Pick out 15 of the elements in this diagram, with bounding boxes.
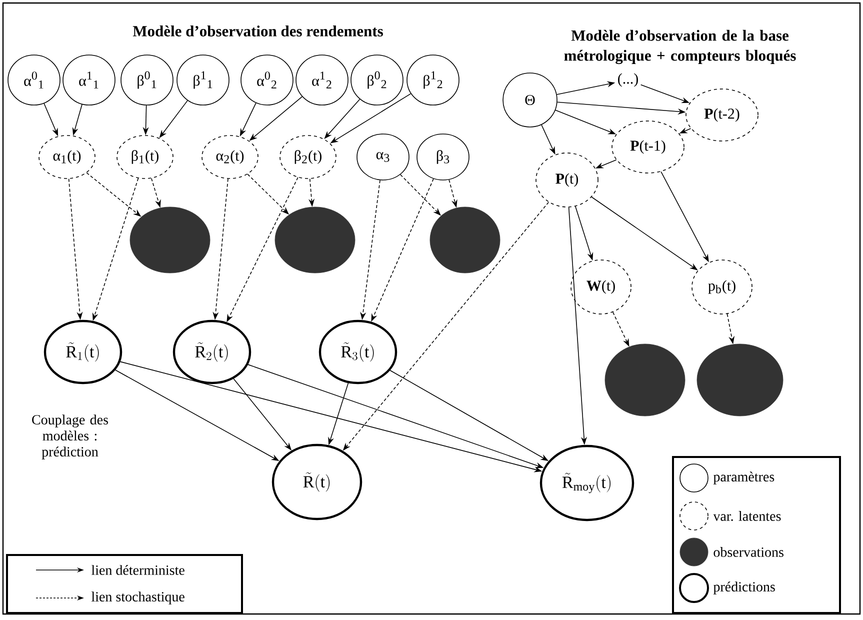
note-text: Couplage des modèles : prédiction bbox=[32, 414, 108, 460]
ellipsis-text: (...) bbox=[618, 73, 638, 87]
legend-text: lien déterministe bbox=[91, 565, 184, 575]
legend-text: var. latentes bbox=[713, 511, 781, 521]
observation-ellipse bbox=[274, 206, 356, 274]
legend-text: observations bbox=[714, 547, 784, 557]
observation-ellipse bbox=[430, 206, 500, 274]
heading: Modèle d’observation des rendements bbox=[132, 26, 383, 36]
observation-ellipse bbox=[130, 206, 210, 274]
heading: Modèle d’observation de la base métrologique + compteurs bloqués bbox=[564, 30, 796, 64]
observation-ellipse bbox=[696, 344, 784, 416]
observation-ellipse bbox=[604, 344, 686, 416]
legend-text: paramètres bbox=[713, 472, 774, 484]
legend-text: lien stochastique bbox=[91, 592, 184, 604]
legend-text: prédictions bbox=[713, 582, 775, 594]
